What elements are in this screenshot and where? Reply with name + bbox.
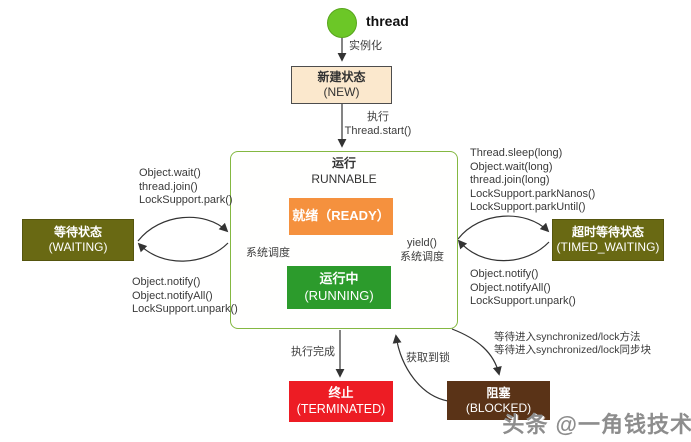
state-new-zh: 新建状态 (317, 70, 366, 84)
thread-circle (327, 8, 357, 38)
state-ready-label: 就绪（READY） (292, 208, 390, 224)
state-waiting-en: (WAITING) (48, 240, 108, 254)
timed-in-methods: Thread.sleep(long) Object.wait(long) thr… (470, 147, 596, 213)
edge-label-done: 执行完成 (291, 346, 335, 358)
state-running-zh: 运行中 (319, 271, 359, 287)
state-blocked: 阻塞 (BLOCKED) (447, 381, 550, 420)
state-blocked-zh: 阻塞 (486, 385, 511, 400)
state-terminated-zh: 终止 (328, 385, 354, 400)
edge-label-lock-acquired: 获取到锁 (406, 352, 450, 364)
state-terminated: 终止 (TERMINATED) (289, 381, 393, 422)
state-running-en: (RUNNING) (304, 287, 374, 303)
arc-waiting-to-runnable (137, 216, 229, 242)
waiting-in-methods: Object.wait() thread.join() LockSupport.… (139, 167, 233, 206)
arc-runnable-to-waiting (137, 242, 229, 262)
arc-runnable-to-timed (457, 215, 550, 240)
state-runnable-title: 运行 RUNNABLE (311, 156, 377, 186)
timed-out-methods: Object.notify() Object.notifyAll() LockS… (470, 268, 576, 307)
arc-runnable-to-blocked (451, 328, 502, 376)
edge-label-sys-schedule: 系统调度 (246, 247, 290, 259)
state-waiting-zh: 等待状态 (53, 225, 102, 239)
state-waiting: 等待状态 (WAITING) (22, 219, 134, 261)
state-timed-waiting-zh: 超时等待状态 (571, 225, 644, 239)
blocked-in-labels: 等待进入synchronized/lock方法 等待进入synchronized… (494, 331, 651, 356)
state-terminated-en: (TERMINATED) (296, 401, 386, 416)
arc-timed-to-runnable (457, 239, 550, 262)
state-new: 新建状态 (NEW) (291, 66, 392, 104)
state-blocked-en: (BLOCKED) (465, 400, 532, 415)
state-running: 运行中 (RUNNING) (287, 266, 391, 309)
thread-label: thread (366, 13, 409, 29)
edge-label-instantiate: 实例化 (349, 40, 382, 52)
edge-label-yield: yield() 系统调度 (400, 237, 444, 263)
arc-blocked-to-runnable (392, 334, 449, 402)
state-ready: 就绪（READY） (289, 198, 393, 235)
state-new-en: (NEW) (323, 85, 360, 99)
state-timed-waiting-en: (TIMED_WAITING) (556, 240, 660, 254)
waiting-out-methods: Object.notify() Object.notifyAll() LockS… (132, 276, 238, 315)
watermark: 头条 @一角钱技术 (502, 412, 691, 437)
state-timed-waiting: 超时等待状态 (TIMED_WAITING) (552, 219, 664, 261)
edge-label-start: 执行 Thread.start() (344, 111, 412, 137)
